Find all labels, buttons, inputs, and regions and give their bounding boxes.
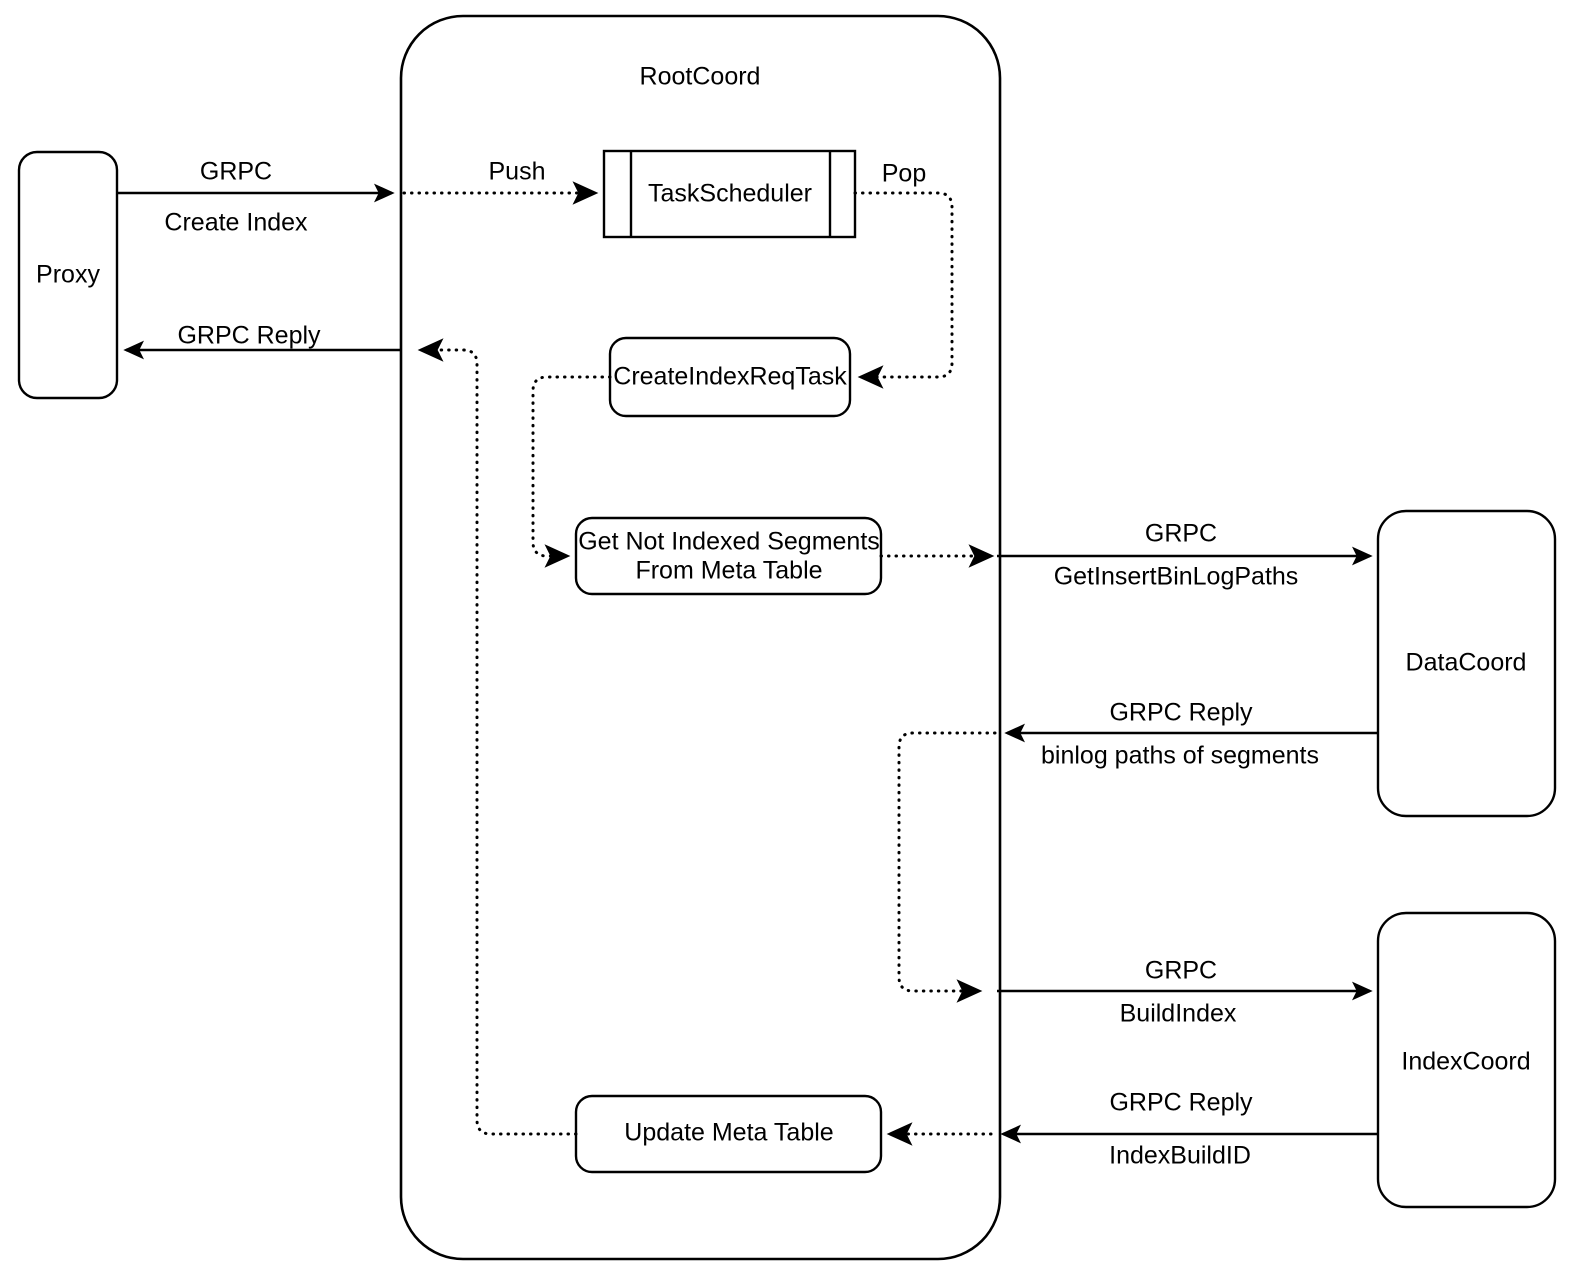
get-not-indexed-segments-label-line1: Get Not Indexed Segments bbox=[578, 528, 880, 556]
edge-pop-from-scheduler: Pop bbox=[853, 160, 954, 389]
edge-rootcoord-to-proxy-label-top: GRPC Reply bbox=[177, 322, 321, 350]
index-coord-label: IndexCoord bbox=[1401, 1048, 1530, 1076]
edge-rootcoord-to-proxy: GRPC Reply bbox=[123, 322, 401, 360]
edge-update-meta-to-grpc-reply-path bbox=[417, 338, 578, 1136]
edge-indexcoord-to-rootcoord-label-bottom: IndexBuildID bbox=[1109, 1142, 1251, 1170]
proxy-label: Proxy bbox=[36, 261, 100, 289]
edge-proxy-to-rootcoord-label-bottom: Create Index bbox=[164, 209, 308, 237]
update-meta-table-label: Update Meta Table bbox=[624, 1119, 833, 1147]
create-index-req-task-label: CreateIndexReqTask bbox=[613, 363, 847, 391]
node-create-index-req-task[interactable]: CreateIndexReqTask bbox=[608, 336, 852, 418]
node-data-coord[interactable]: DataCoord bbox=[1376, 509, 1557, 818]
node-task-scheduler[interactable]: TaskScheduler bbox=[602, 149, 857, 239]
proxy-shape[interactable] bbox=[17, 150, 119, 400]
edge-pop-path bbox=[853, 191, 954, 389]
edge-rootcoord-to-datacoord-label-top: GRPC bbox=[1145, 520, 1217, 548]
index-coord-shape[interactable] bbox=[1376, 911, 1557, 1209]
rootcoord-container-shape bbox=[399, 14, 1002, 1261]
edge-binlog-reply-to-buildindex-path bbox=[897, 731, 997, 1003]
edge-update-meta-to-grpc-reply bbox=[417, 338, 578, 1136]
edge-datacoord-to-rootcoord: GRPC Reply binlog paths of segments bbox=[1004, 699, 1378, 770]
edge-indexcoord-to-rootcoord: GRPC Reply IndexBuildID bbox=[1000, 1089, 1378, 1170]
edge-push-to-scheduler: Push bbox=[402, 158, 599, 205]
edge-datacoord-to-rootcoord-label-bottom: binlog paths of segments bbox=[1041, 742, 1319, 770]
edge-proxy-to-rootcoord: GRPC Create Index bbox=[117, 158, 395, 237]
node-get-not-indexed-segments[interactable]: Get Not Indexed Segments From Meta Table bbox=[574, 516, 883, 596]
edge-rootcoord-to-datacoord-label-bottom: GetInsertBinLogPaths bbox=[1054, 563, 1299, 591]
node-index-coord[interactable]: IndexCoord bbox=[1376, 911, 1557, 1209]
edge-task-to-get-segments-path bbox=[531, 375, 612, 568]
edge-indexcoord-to-rootcoord-label-top: GRPC Reply bbox=[1109, 1089, 1253, 1117]
edge-pop-label: Pop bbox=[882, 160, 926, 188]
edge-push-label: Push bbox=[489, 158, 546, 186]
edge-proxy-to-rootcoord-label-top: GRPC bbox=[200, 158, 272, 186]
node-update-meta-table[interactable]: Update Meta Table bbox=[574, 1094, 883, 1174]
edge-rootcoord-to-indexcoord: GRPC BuildIndex bbox=[997, 957, 1373, 1028]
get-not-indexed-segments-label-line2: From Meta Table bbox=[635, 557, 822, 585]
task-scheduler-shape[interactable] bbox=[602, 149, 857, 239]
data-coord-label: DataCoord bbox=[1406, 649, 1527, 677]
data-coord-shape[interactable] bbox=[1376, 509, 1557, 818]
edge-rootcoord-to-indexcoord-label-top: GRPC bbox=[1145, 957, 1217, 985]
edge-task-to-get-segments bbox=[531, 375, 612, 568]
task-scheduler-label: TaskScheduler bbox=[648, 180, 812, 208]
rootcoord-title: RootCoord bbox=[640, 63, 761, 91]
node-proxy[interactable]: Proxy bbox=[17, 150, 119, 400]
edge-binlog-reply-to-buildindex bbox=[897, 731, 997, 1003]
edge-rootcoord-to-indexcoord-label-bottom: BuildIndex bbox=[1120, 1000, 1237, 1028]
edge-rootcoord-to-datacoord: GRPC GetInsertBinLogPaths bbox=[997, 520, 1373, 591]
edge-datacoord-to-rootcoord-label-top: GRPC Reply bbox=[1109, 699, 1253, 727]
rootcoord-container: RootCoord bbox=[399, 14, 1002, 1261]
